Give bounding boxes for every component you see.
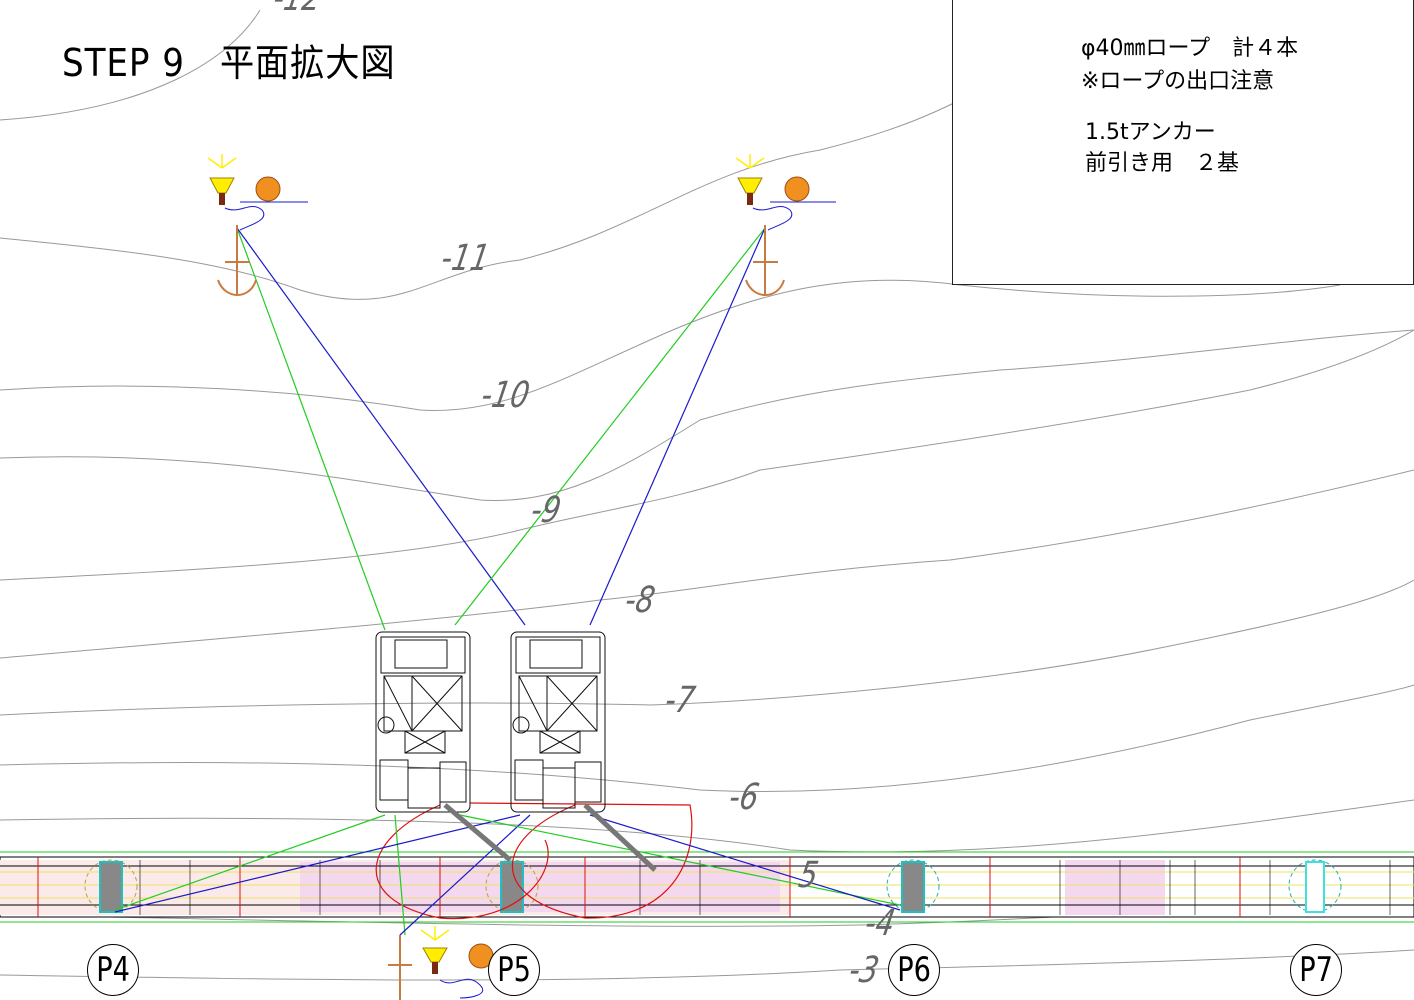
contour-line [0,469,1414,659]
barge-right [510,631,606,813]
spud-arms [443,803,657,872]
bridge-girder [0,851,1414,923]
contour-line [0,9,261,121]
barge-left [375,631,471,813]
contour-label: -10 [478,375,533,416]
contour-line [0,684,1414,793]
contour-line [0,949,1414,981]
legend-rope-note: ※ロープの出口注意 [1081,69,1275,94]
legend-anchor-note: 前引き用 ２基 [1085,151,1240,176]
contour-line [0,279,1341,411]
pier-p4 [84,859,138,913]
contour-line [0,799,1414,853]
pier-label-p5: P5 [488,944,540,996]
contour-line [0,329,1414,501]
anchor-set-bottom [388,926,494,1000]
anchor-set-left [207,154,308,296]
light-icon [209,177,235,194]
pier-label-text: P5 [497,950,531,990]
buoy-icon [255,176,281,202]
pier-label-p7: P7 [1290,944,1342,996]
contour-label: -12 [270,0,324,19]
contour-line [0,579,1414,716]
buoy-icon [784,176,810,202]
legend-rope-label: φ40㎜ロープ 計４本 [1081,36,1299,61]
pier-label-p4: P4 [87,944,139,996]
pier-p6 [886,859,940,913]
light-icon [737,177,763,194]
legend-box: φ40㎜ロープ 計４本 ※ロープの出口注意 1.5tアンカー 前引き用 ２基 [952,0,1414,285]
pier-p5 [485,859,539,913]
anchor-icon [388,935,412,1000]
contour-label: -11 [438,238,493,279]
pier-label-text: P6 [897,950,931,990]
contour-line [0,329,1414,581]
anchor-icon [745,225,785,296]
pier-p7 [1288,859,1342,913]
page-title: STEP 9 平面拡大図 [62,41,396,85]
pier-label-text: P4 [96,950,130,990]
contour-line [0,99,961,300]
pier-label-p6: P6 [888,944,940,996]
mooring-ropes [114,227,901,936]
anchor-set-right [735,154,836,296]
piers [84,859,1342,913]
light-icon [422,947,448,963]
pier-label-text: P7 [1299,950,1333,990]
work-radius [375,802,693,920]
legend-anchor-label: 1.5tアンカー [1085,120,1216,145]
anchor-icon [217,225,257,296]
